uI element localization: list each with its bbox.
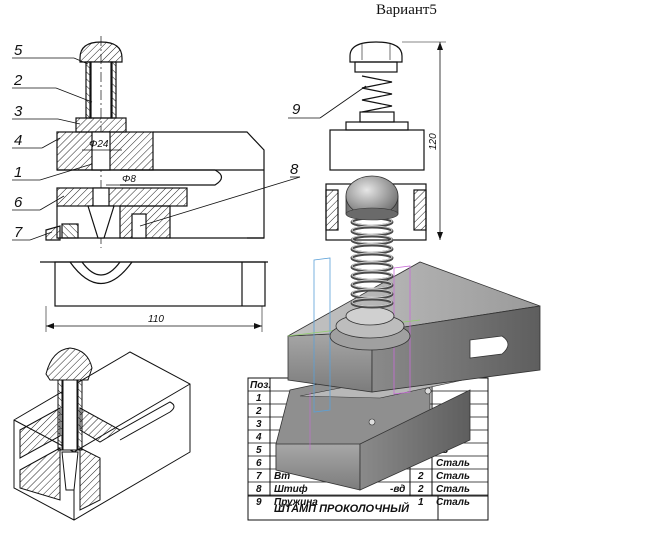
spring-coil-highlight [351, 261, 393, 271]
table-cell-name-tail: -вд [390, 484, 405, 495]
spring-coil-highlight [351, 234, 393, 244]
label-part-4: 4 [14, 132, 22, 149]
dim-height-120: 120 [428, 133, 439, 150]
table-cell-name: Вт [274, 471, 290, 482]
stamp-title: ШТАМП ПРОКОЛОЧНЫЙ [274, 502, 410, 515]
dim-length-110: 110 [148, 314, 164, 325]
table-cell-qty: 2 [417, 484, 424, 495]
spring-coil-highlight [351, 225, 393, 235]
table-cell-pos: 9 [256, 497, 262, 508]
table-cell-material: Сталь [436, 458, 470, 469]
table-cell-material: Сталь [436, 497, 470, 508]
table-cell-pos: 4 [255, 432, 262, 443]
label-part-3: 3 [14, 103, 23, 120]
front-section-view [45, 36, 265, 248]
side-view [325, 41, 446, 241]
table-cell-material: Сталь [436, 484, 470, 495]
spring-coil-highlight [351, 279, 393, 289]
table-cell-name: Пружина [274, 497, 318, 508]
table-cell-qty: 2 [417, 471, 424, 482]
table-header-pos: Поз. [250, 380, 271, 391]
label-part-8: 8 [290, 161, 299, 178]
table-cell-pos: 5 [256, 445, 262, 456]
table-cell-qty: 1 [418, 497, 424, 508]
spring-coil-highlight [351, 270, 393, 280]
table-cell-pos: 1 [256, 393, 262, 404]
spring-coil-highlight [351, 252, 393, 262]
dim-pin-diameter: Φ8 [122, 174, 136, 185]
spring-3d [350, 216, 394, 309]
label-part-2: 2 [13, 72, 23, 89]
table-cell-name: Штиф [274, 483, 308, 495]
table-cell-pos: 7 [256, 471, 262, 482]
spring-coil-highlight [351, 297, 393, 307]
label-part-1: 1 [14, 164, 22, 181]
label-part-6: 6 [14, 194, 23, 211]
table-cell-pos: 3 [256, 419, 262, 430]
dim-shaft-diameter: Φ24 [89, 139, 109, 150]
label-part-9: 9 [292, 101, 301, 118]
plan-view [40, 261, 268, 332]
table-cell-pos: 8 [256, 484, 262, 495]
front-view-leaders [12, 57, 93, 241]
label-part-7: 7 [14, 224, 23, 241]
spring-coil-highlight [351, 243, 393, 253]
render-3d-model [275, 175, 541, 491]
table-cell-pos: 2 [255, 406, 262, 417]
label-part-5: 5 [14, 42, 23, 59]
variant-title: Вариант5 [376, 2, 437, 18]
isometric-section [13, 347, 191, 521]
table-cell-pos: 6 [256, 458, 262, 469]
spring-coil-highlight [351, 288, 393, 298]
table-cell-material: Сталь [436, 471, 470, 482]
side-view-leaders [139, 85, 367, 227]
